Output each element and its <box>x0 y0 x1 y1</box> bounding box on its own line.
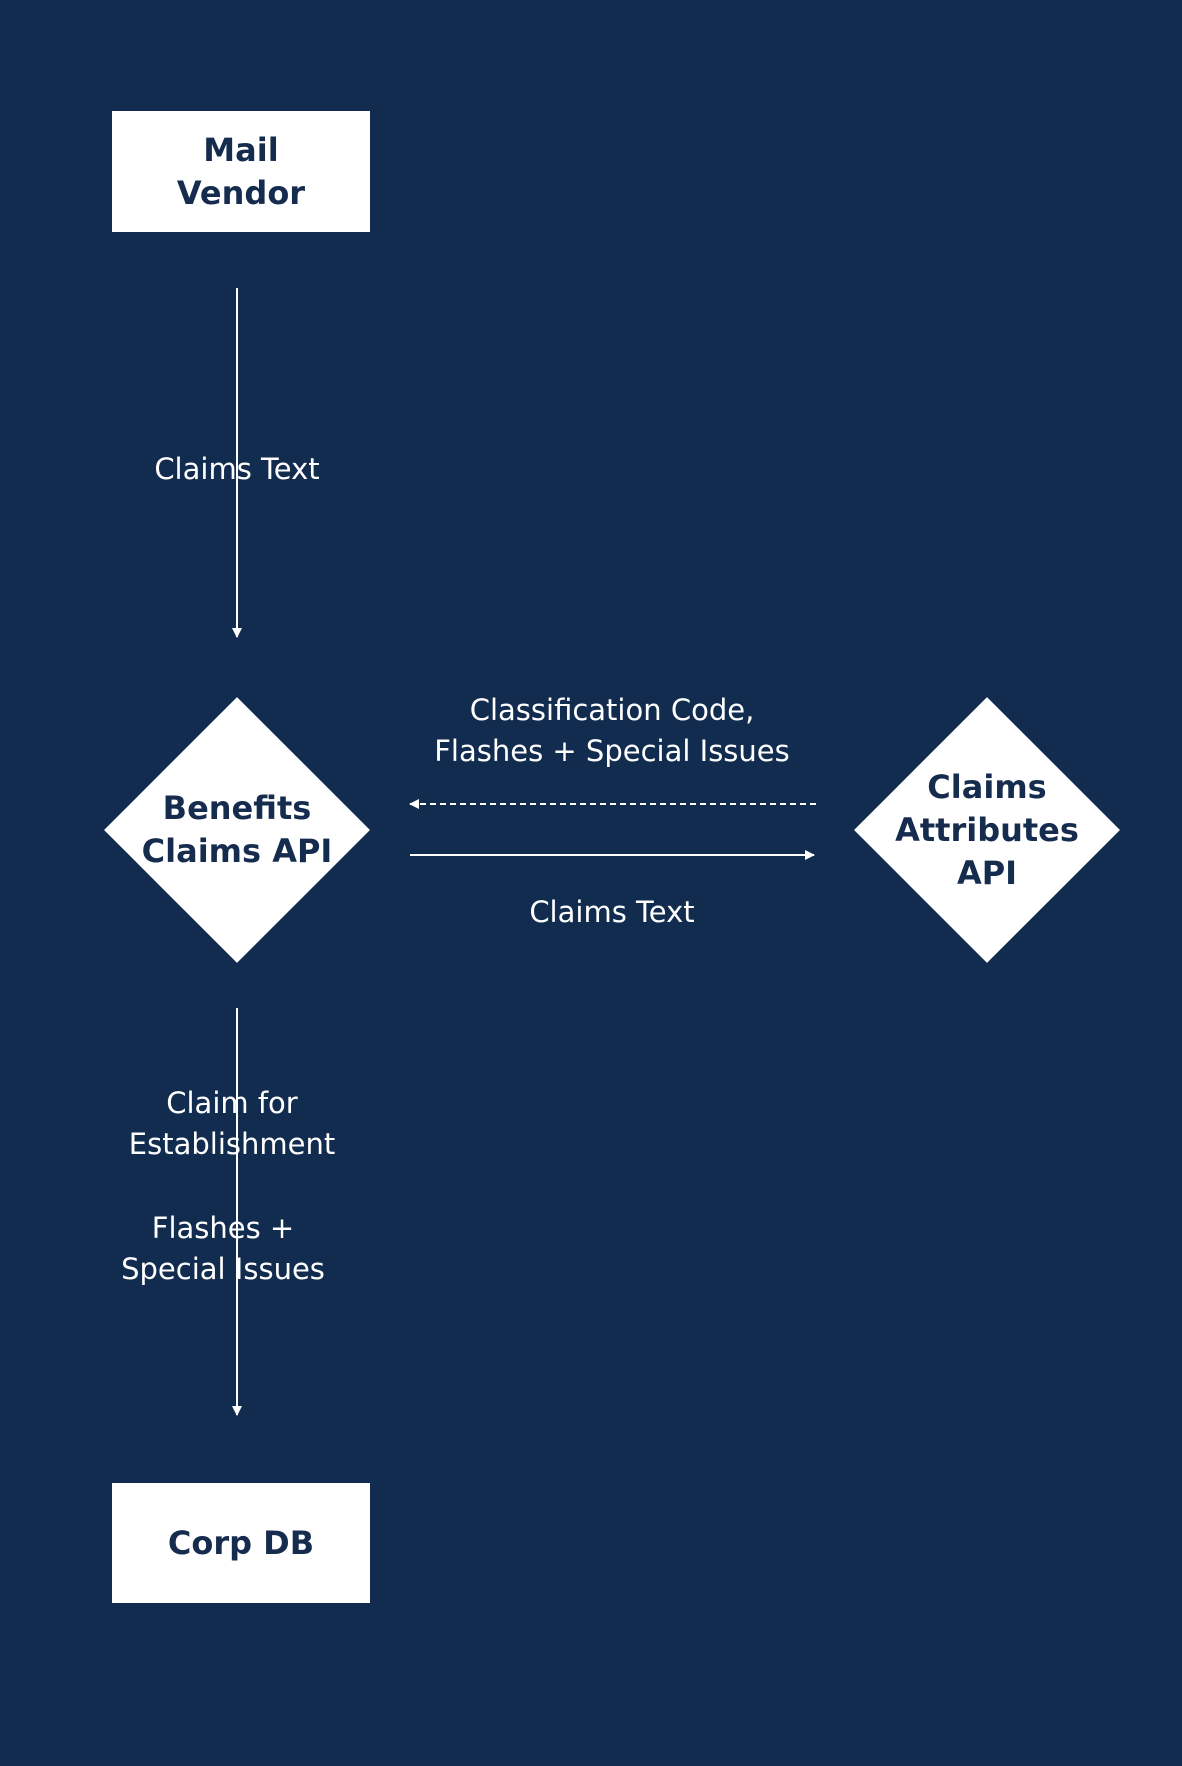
corp-db-label: Corp DB <box>167 1523 315 1562</box>
edge-benefits-to-attributes-label: Claims Text <box>529 895 695 929</box>
claims-attributes-api-label: Claims Attributes API <box>895 767 1079 892</box>
edge-benefits-to-corpdb-label: Claim for Establishment <box>128 1086 336 1161</box>
benefits-claims-api-node: Benefits Claims API <box>104 697 370 963</box>
claims-attributes-api-node: Claims Attributes API <box>854 697 1120 963</box>
edge-benefits-to-corpdb-sublabel: Flashes + Special Issues <box>121 1211 325 1286</box>
mail-vendor-node: Mail Vendor <box>112 111 370 232</box>
corp-db-node: Corp DB <box>112 1483 370 1603</box>
mail-vendor-label: Mail Vendor <box>176 130 306 212</box>
edge-attributes-to-benefits-label: Classification Code, Flashes + Special I… <box>434 693 790 768</box>
edge-vendor-to-benefits-label: Claims Text <box>154 452 320 486</box>
benefits-claims-api-label: Benefits Claims API <box>141 789 333 870</box>
